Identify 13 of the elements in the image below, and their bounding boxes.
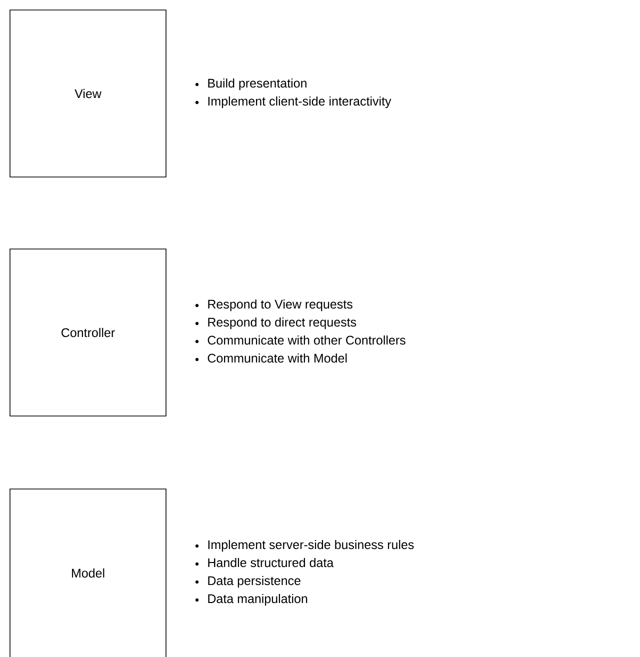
bullet-item: Respond to direct requests <box>208 317 356 330</box>
component-box: View <box>10 10 166 178</box>
bullet-item: Build presentation <box>208 78 306 90</box>
bullet-item: Handle structured data <box>208 558 334 568</box>
bullet-item: Respond to View requests <box>208 299 352 312</box>
component-box: Model <box>10 488 166 657</box>
bullet-item: Communicate with other Controllers <box>208 335 406 345</box>
bullet-item: Data manipulation <box>208 594 308 606</box>
component-box: Controller <box>10 248 166 416</box>
bullet-item: Communicate with Model <box>208 353 347 363</box>
bullet-item: Implement server-side business rules <box>208 540 414 552</box>
bullet-item: Implement client-side interactivity <box>208 96 392 108</box>
bullet-item: Data persistence <box>208 576 300 588</box>
